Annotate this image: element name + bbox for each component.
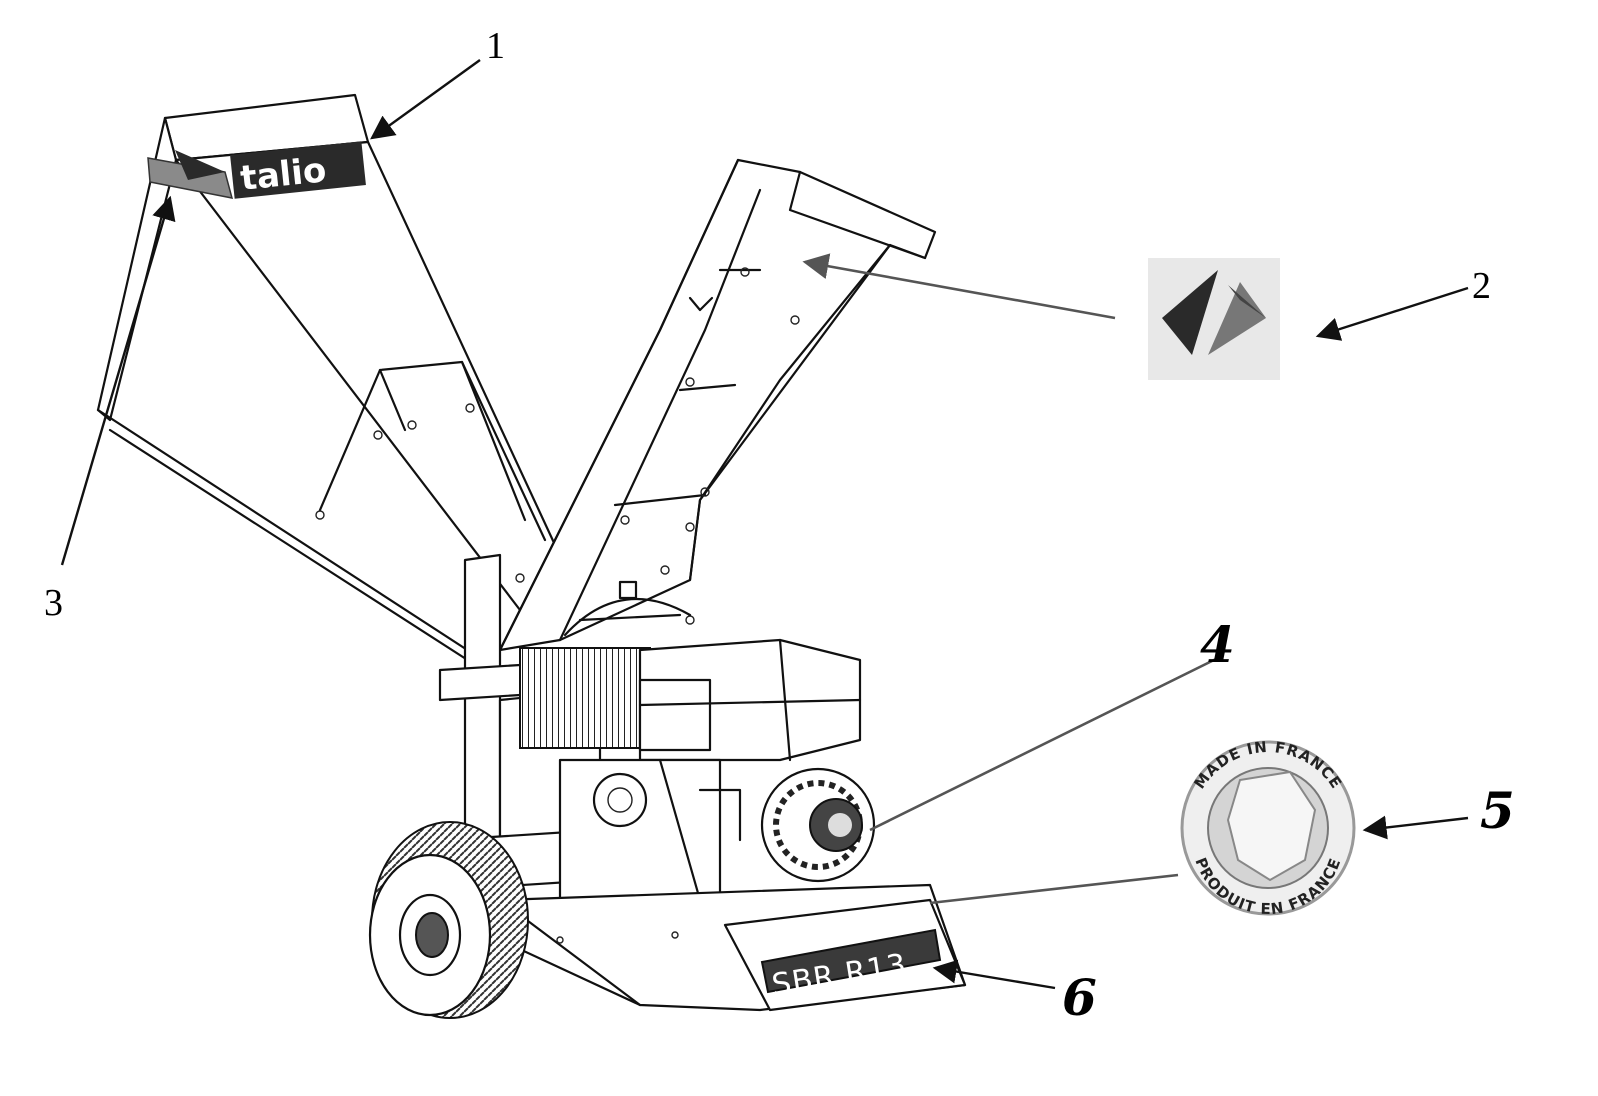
discharge-chute [498, 158, 937, 652]
leader-2 [1315, 286, 1469, 341]
leader-4 [869, 656, 1219, 832]
hopper-logo-plate: talio [230, 141, 366, 199]
leader-lines [60, 59, 1469, 990]
engine [519, 638, 862, 902]
brand-logo [1148, 258, 1280, 380]
leader-2-part [802, 253, 1116, 320]
hopper-logo-text: talio [239, 150, 329, 199]
leader-3 [60, 195, 176, 566]
hopper-marking [147, 150, 234, 199]
leader-1 [370, 59, 481, 140]
recoil-starter [760, 767, 876, 883]
callout-1: 1 [486, 25, 505, 67]
made-in-france-badge: MADE IN FRANCE PRODUIT EN FRANCE [1180, 738, 1356, 918]
callout-6: 6 [1062, 968, 1097, 1027]
callout-4: 4 [1200, 615, 1235, 674]
wheel [368, 821, 529, 1019]
callout-2: 2 [1472, 265, 1491, 307]
callout-3: 3 [44, 582, 63, 624]
callout-5: 5 [1480, 781, 1515, 840]
leader-5-part [929, 873, 1179, 905]
leader-5 [1362, 815, 1469, 840]
leader-6 [932, 959, 1056, 990]
